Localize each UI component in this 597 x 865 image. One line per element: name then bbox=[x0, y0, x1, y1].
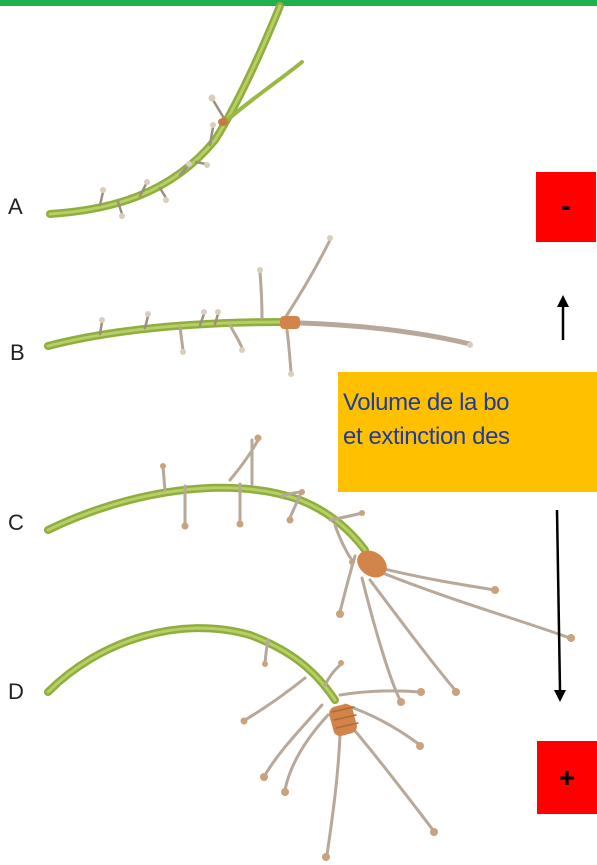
branch-d bbox=[48, 628, 438, 861]
caption-line-2: et extinction des bbox=[343, 420, 597, 454]
stage-label-c: C bbox=[8, 510, 24, 536]
minus-sign-box: - bbox=[536, 172, 596, 242]
caption-box: Volume de la bo et extinction des bbox=[338, 372, 597, 492]
arrow-up bbox=[557, 295, 569, 340]
arrow-down bbox=[554, 510, 566, 702]
caption-line-1: Volume de la bo bbox=[343, 386, 597, 420]
stage-label-a: A bbox=[8, 194, 23, 220]
branch-b bbox=[48, 235, 473, 377]
stage-label-d: D bbox=[8, 679, 24, 705]
plus-sign-box: + bbox=[537, 741, 597, 814]
stage-label-b: B bbox=[10, 340, 25, 366]
branch-a bbox=[50, 6, 302, 219]
